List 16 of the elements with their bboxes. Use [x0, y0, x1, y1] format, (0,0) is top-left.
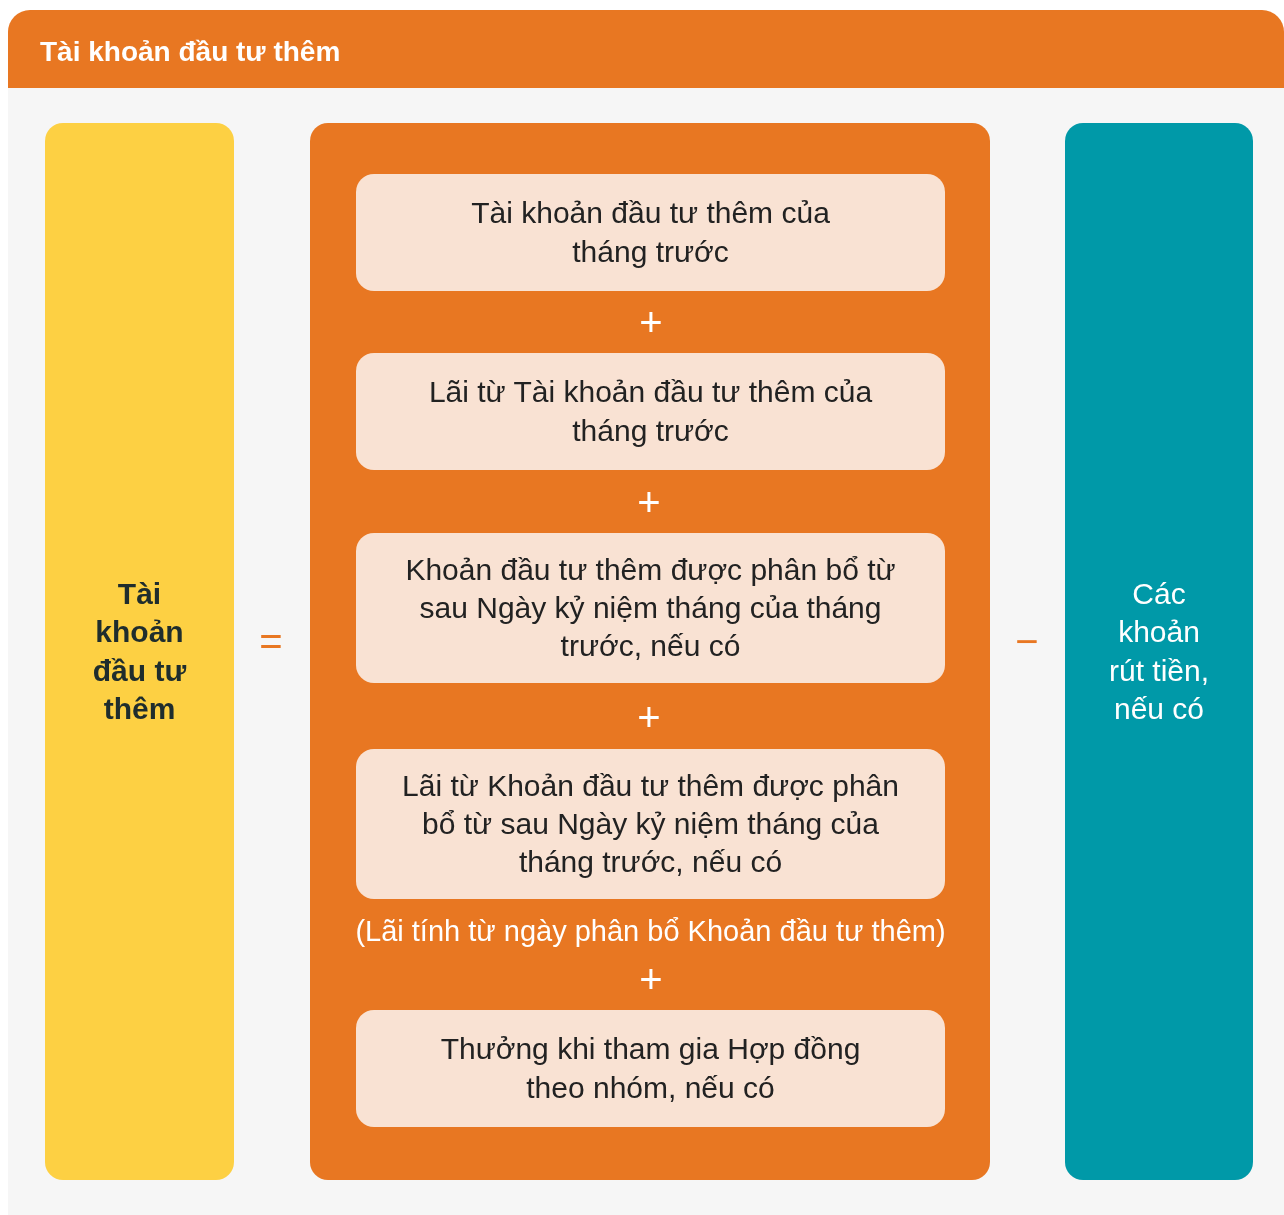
plus-sign: +: [637, 482, 661, 522]
component-box: Khoản đầu tư thêm được phân bổ từ sau Ngày kỷ niệm tháng của tháng trước, nếu có: [356, 533, 945, 683]
withdrawals-column: Các khoản rút tiền, nếu có: [1065, 123, 1253, 1180]
total-column: Tài khoản đầu tư thêm: [45, 123, 234, 1180]
equals-sign: =: [259, 621, 283, 661]
component-box: Lãi từ Khoản đầu tư thêm được phân bổ từ sau Ngày kỷ niệm tháng của tháng trước, nếu có: [356, 749, 945, 899]
title: Tài khoản đầu tư thêm: [40, 36, 341, 68]
component-box: Tài khoản đầu tư thêm của tháng trước: [356, 174, 945, 291]
plus-sign: +: [639, 302, 663, 342]
plus-sign: +: [639, 959, 663, 999]
note-text: (Lãi tính từ ngày phân bổ Khoản đầu tư thêm): [354, 914, 947, 949]
component-box: Thưởng khi tham gia Hợp đồng theo nhóm, nếu có: [356, 1010, 945, 1127]
minus-sign: −: [1015, 621, 1039, 661]
plus-sign: +: [637, 697, 661, 737]
components-panel: [310, 123, 990, 1180]
component-box: Lãi từ Tài khoản đầu tư thêm của tháng trước: [356, 353, 945, 470]
